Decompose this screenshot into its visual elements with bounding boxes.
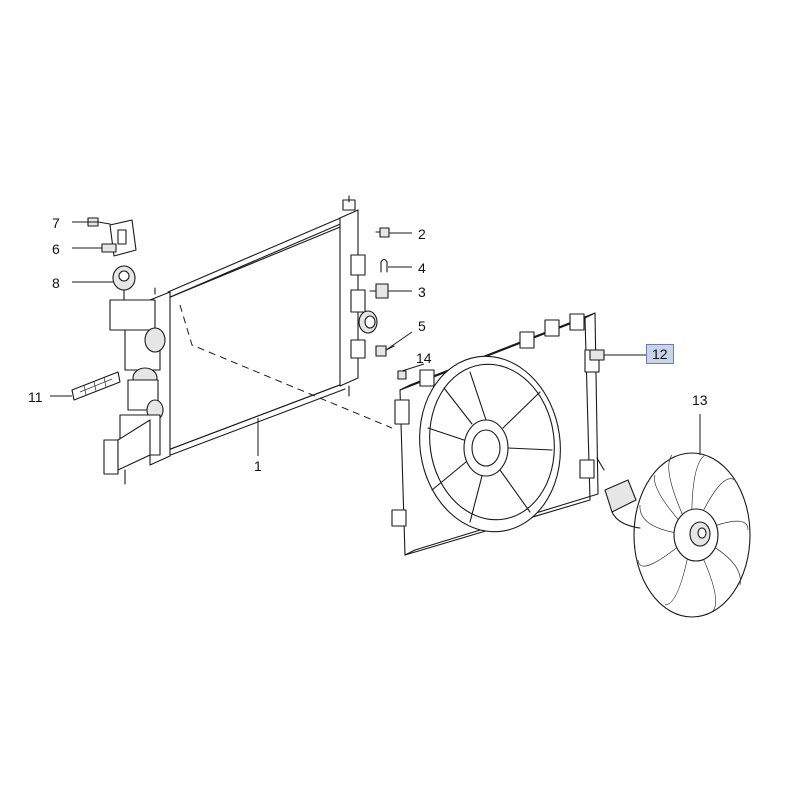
callout-8: 8 xyxy=(52,275,60,291)
callout-2: 2 xyxy=(418,226,426,242)
callout-4: 4 xyxy=(418,260,426,276)
callout-7: 7 xyxy=(52,215,60,231)
callout-1: 1 xyxy=(254,458,262,474)
alignment-line xyxy=(179,304,393,429)
fan xyxy=(596,452,751,618)
radiator xyxy=(103,195,378,485)
bracket-fittings xyxy=(87,217,137,301)
leader-lines xyxy=(50,221,701,456)
callout-14: 14 xyxy=(416,350,432,366)
callout-5: 5 xyxy=(418,318,426,334)
fan-shroud xyxy=(391,312,605,556)
seal-strip xyxy=(71,371,121,401)
callout-13: 13 xyxy=(692,392,708,408)
callout-11: 11 xyxy=(28,389,43,405)
right-fittings xyxy=(369,227,407,380)
callout-6: 6 xyxy=(52,241,60,257)
callout-12: 12 xyxy=(646,344,674,364)
callout-3: 3 xyxy=(418,284,426,300)
